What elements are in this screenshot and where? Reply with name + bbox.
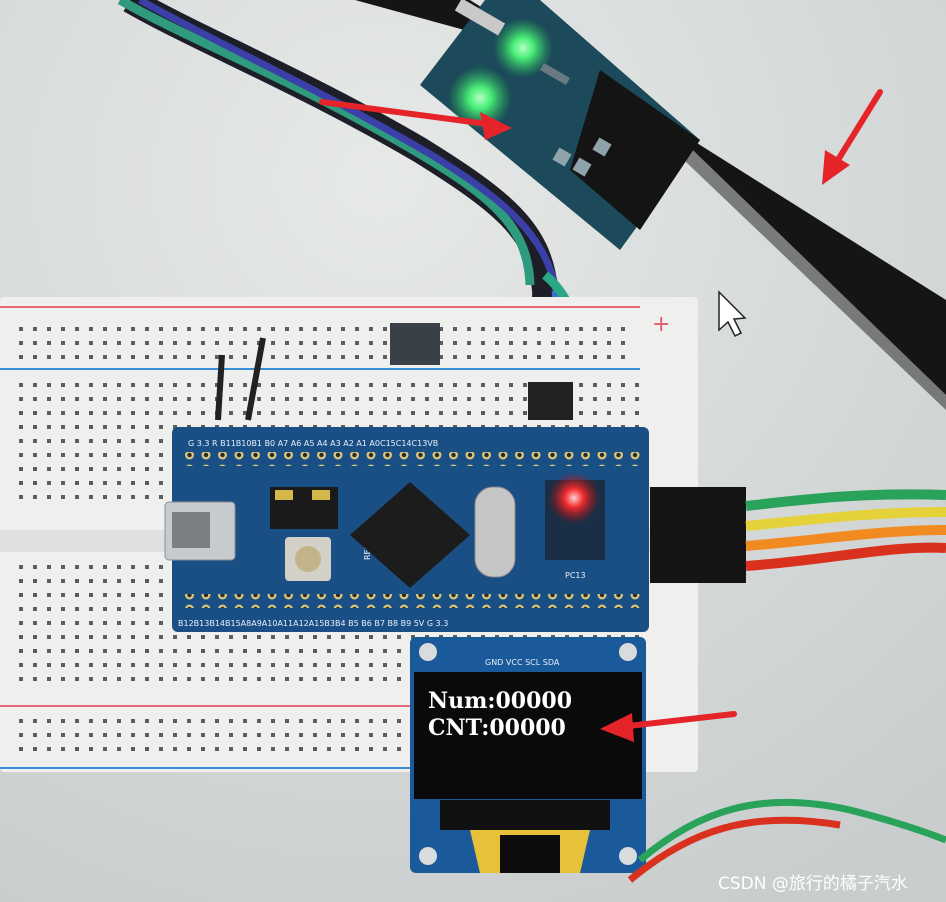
crystal-oscillator <box>474 486 516 578</box>
red-led <box>548 472 600 524</box>
oled-pin-labels: GND VCC SCL SDA <box>485 658 560 667</box>
mcu-chip <box>350 482 470 588</box>
annotation-arrow-sensor <box>319 99 512 140</box>
oled-screen <box>414 672 642 799</box>
top-pin-labels: G 3.3 R B11B10B1 B0 A7 A6 A5 A4 A3 A2 A1… <box>188 439 438 448</box>
ir-sensor-module <box>420 0 700 250</box>
oled-line-num: Num:00000 <box>428 688 572 714</box>
annotation-arrow-belt <box>822 89 883 185</box>
pc13-label: PC13 <box>565 571 586 580</box>
right-connector <box>650 487 946 583</box>
mouse-cursor <box>718 290 747 338</box>
annotation-arrow-oled <box>600 711 737 742</box>
oled-module: GND VCC SCL SDA Num:00000 CNT:00000 <box>410 637 646 873</box>
oled-line-cnt: CNT:00000 <box>428 715 566 741</box>
breadboard-plus-label: + <box>652 312 670 337</box>
stm32-board: G 3.3 R B11B10B1 B0 A7 A6 A5 A4 A3 A2 A1… <box>164 427 649 632</box>
bottom-pin-labels: B12B13B14B15A8A9A10A11A12A15B3B4 B5 B6 B… <box>178 619 448 628</box>
csdn-watermark: CSDN @旅行的橘子汽水 <box>718 874 908 894</box>
